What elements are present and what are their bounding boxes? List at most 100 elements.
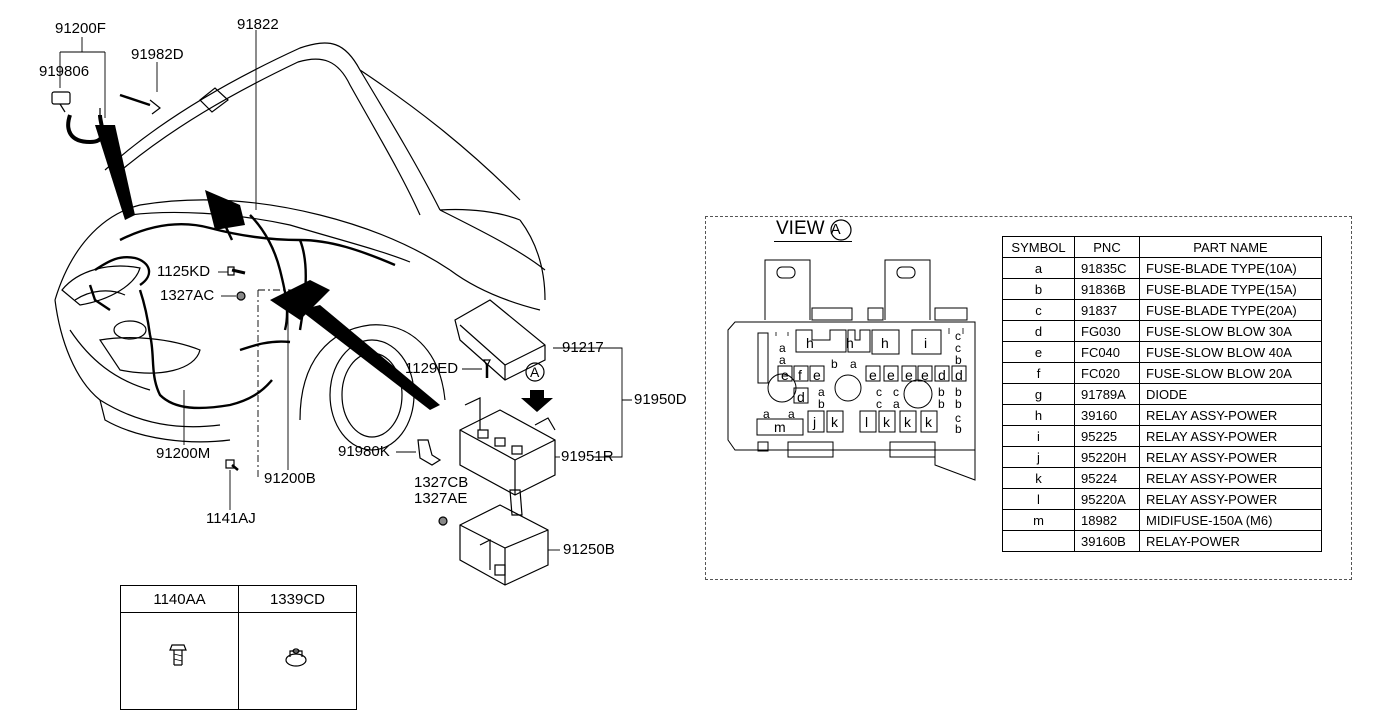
fuse-label-a1: a [779, 341, 786, 355]
row-pnc: 91837 [1074, 299, 1140, 321]
view-title-circle [830, 219, 852, 241]
callout-91217: 91217 [562, 339, 604, 356]
screw-1129ED [483, 359, 491, 378]
fuse-label-c3: c [876, 385, 882, 399]
fuse-label-c2: c [955, 341, 961, 355]
row-pnc: 91836B [1074, 278, 1140, 300]
fuse-label-c6: c [955, 411, 961, 425]
fuse-label-e3: e [869, 367, 877, 383]
fuse-label-a7: a [788, 407, 795, 421]
fuse-label-b5: b [955, 385, 962, 399]
callout-1327CB: 1327CB [414, 474, 469, 491]
fuse-label-h2: h [846, 335, 854, 351]
fuse-label-m: m [774, 419, 786, 435]
callout-1125KD: 1125KD [157, 263, 211, 280]
view-a-fuse-box [727, 259, 976, 481]
parts-table-header: SYMBOL PNC PART NAME [1002, 236, 1322, 258]
row-part-name: FUSE-SLOW BLOW 40A [1139, 341, 1322, 363]
harness-bundle-top [205, 190, 245, 230]
fuse-label-c1: c [955, 329, 961, 343]
row-pnc: FG030 [1074, 320, 1140, 342]
row-pnc: 95224 [1074, 467, 1140, 489]
row-part-name: FUSE-SLOW BLOW 30A [1139, 320, 1322, 342]
row-part-name: FUSE-SLOW BLOW 20A [1139, 362, 1322, 384]
fuse-label-c5: c [876, 397, 882, 411]
view-title-letter: A [830, 221, 841, 238]
fuse-label-d2: d [955, 367, 963, 383]
harness-sweep-2 [300, 305, 440, 410]
callout-1327AE: 1327AE [414, 490, 468, 507]
row-part-name: FUSE-BLADE TYPE(10A) [1139, 257, 1322, 279]
row-part-name: RELAY ASSY-POWER [1139, 425, 1322, 447]
fuse-label-d1: d [938, 367, 946, 383]
row-symbol: g [1002, 383, 1075, 405]
fuse-label-b4: b [938, 385, 945, 399]
fuse-label-b2: b [955, 353, 962, 367]
fuse-label-c4: c [893, 385, 899, 399]
arrow-view-letter: A [530, 364, 540, 380]
harness-sweep-1 [95, 125, 135, 220]
callout-919806: 919806 [39, 63, 90, 80]
fuse-label-e6: e [921, 367, 929, 383]
row-pnc: 39160B [1074, 530, 1140, 552]
hardware-cell-nut [238, 612, 357, 710]
fuse-label-b1: b [831, 357, 838, 371]
fuse-label-k3: k [904, 414, 911, 430]
fuse-label-b6: b [938, 397, 945, 411]
row-part-name: DIODE [1139, 383, 1322, 405]
callout-1129ED: 1129ED [405, 360, 459, 377]
view-direction-arrow [521, 390, 553, 412]
row-part-name: RELAY-POWER [1139, 530, 1322, 552]
row-part-name: FUSE-BLADE TYPE(15A) [1139, 278, 1322, 300]
row-symbol: c [1002, 299, 1075, 321]
view-title-prefix: VIEW [776, 218, 825, 239]
row-pnc: FC040 [1074, 341, 1140, 363]
row-symbol: a [1002, 257, 1075, 279]
fuse-label-e5: e [905, 367, 913, 383]
fuse-label-j: j [813, 414, 817, 430]
fuse-label-k4: k [925, 414, 932, 430]
fuse-label-h3: h [881, 335, 889, 351]
fuse-label-k2: k [883, 414, 890, 430]
fuse-label-b3: b [818, 397, 825, 411]
fuse-label-a3: a [850, 357, 857, 371]
row-symbol: f [1002, 362, 1075, 384]
callout-91250B: 91250B [563, 541, 615, 558]
row-part-name: RELAY ASSY-POWER [1139, 404, 1322, 426]
nut-1327AC [236, 291, 246, 301]
fuse-label-a4: a [818, 385, 825, 399]
callout-91200M: 91200M [156, 445, 211, 462]
view-title-underline [774, 241, 852, 242]
hardware-col-1140AA: 1140AA [120, 585, 239, 613]
callout-91980K: 91980K [338, 443, 390, 460]
callout-1327AC: 1327AC [160, 287, 215, 304]
battery-cable [51, 91, 161, 145]
row-part-name: RELAY ASSY-POWER [1139, 488, 1322, 510]
fuse-label-a2: a [779, 353, 786, 367]
callout-1141AJ: 1141AJ [206, 510, 256, 527]
hardware-col-1339CD: 1339CD [238, 585, 357, 613]
fuse-label-i: i [924, 335, 928, 351]
row-pnc: 95220H [1074, 446, 1140, 468]
row-symbol: b [1002, 278, 1075, 300]
fuse-box-body [459, 397, 556, 496]
view-marker-circle [525, 362, 545, 382]
header-pnc: PNC [1074, 236, 1140, 258]
row-pnc: 95225 [1074, 425, 1140, 447]
fuse-label-l: l [865, 414, 869, 430]
row-pnc: FC020 [1074, 362, 1140, 384]
fuse-label-e1: e [781, 367, 789, 383]
